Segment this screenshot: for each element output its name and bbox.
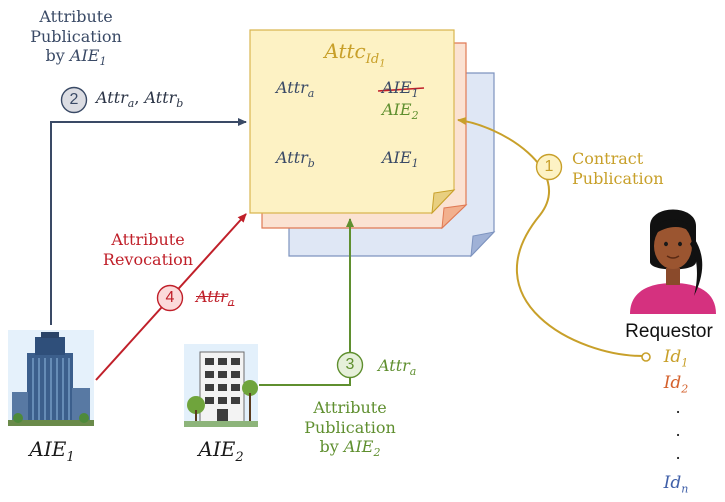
step-1-circle	[535, 153, 563, 181]
contract-issuer-b: AIE1	[382, 148, 419, 171]
arrow-attribute-publication-aie1	[50, 118, 247, 325]
contract-issuer-revoked: AIE1	[382, 78, 419, 101]
requestor-id-2: Id2	[663, 373, 689, 396]
aie2-label: AIE2	[198, 437, 244, 465]
revocation-strike	[377, 87, 425, 92]
step-3-attr: Attra	[378, 356, 417, 379]
step-2-heading: Attribute Publication by AIE1	[30, 7, 122, 69]
step-4-circle	[156, 284, 184, 312]
arrow-contract-publication	[457, 116, 644, 357]
step-1-label: Contract Publication	[572, 149, 664, 188]
step-3-circle	[336, 351, 364, 379]
aie1-label: AIE1	[29, 437, 75, 465]
step-4-revoked-attr: Attra	[196, 287, 235, 310]
step-4-label: Attribute Revocation	[102, 230, 194, 269]
requestor-label: Requestor	[625, 321, 713, 342]
requestor-id-n: Idn	[663, 473, 689, 496]
contract-origin-dot	[641, 352, 651, 362]
contract-attr-b: Attrb	[276, 148, 315, 171]
office-tower-icon	[8, 330, 94, 426]
contract-doc-front	[249, 29, 456, 215]
requestor-id-1: Id1	[663, 347, 689, 370]
contract-title: AttcId1	[324, 39, 386, 70]
contract-attr-a: Attra	[276, 78, 315, 101]
step-2-circle	[60, 86, 88, 114]
ellipsis-dot: .	[675, 421, 681, 440]
step-2-attributes: Attra, Attrb	[96, 88, 184, 111]
step-1-number: 1	[544, 158, 554, 175]
arrow-attribute-publication-aie2	[259, 218, 354, 386]
step-4-number: 4	[165, 289, 175, 306]
step-3-number: 3	[345, 356, 355, 373]
contract-issuer-new: AIE2	[382, 100, 419, 123]
apartment-building-icon	[184, 344, 258, 427]
woman-avatar-icon	[630, 209, 716, 314]
step-2-number: 2	[69, 91, 79, 108]
step-3-label: Attribute Publication by AIE2	[304, 398, 396, 460]
contract-stack	[249, 29, 496, 258]
ellipsis-dot: .	[675, 444, 681, 463]
ellipsis-dot: .	[675, 398, 681, 417]
